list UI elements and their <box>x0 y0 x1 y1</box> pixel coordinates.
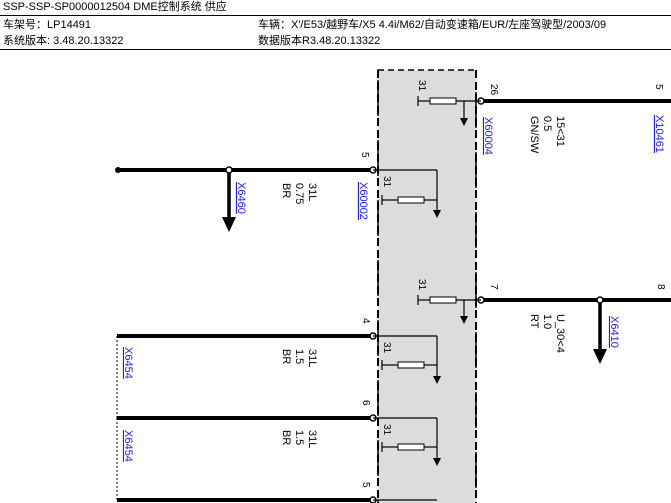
wire-pin-5-bottom <box>117 496 437 503</box>
internal-ground-6 <box>373 417 441 466</box>
wire-4-size: 1.5 <box>293 349 305 364</box>
connector-x6454[interactable]: X6454 <box>122 347 134 379</box>
wire-1-signal: 15<31 <box>554 116 566 147</box>
pin-26-label: 26 <box>488 84 499 96</box>
pin-7-label: 7 <box>488 284 499 290</box>
connector-x6454[interactable]: X6454 <box>122 430 134 462</box>
pin-5-right-label: 5 <box>653 84 664 90</box>
car-number: 车架号：LP14491 <box>3 19 92 31</box>
wire-5-signal: 31L <box>306 430 318 448</box>
wire-pin-26 <box>477 97 671 105</box>
wire-2-signal: 31L <box>306 183 318 201</box>
wire-5-size: 1.5 <box>293 430 305 445</box>
internal-ground-5 <box>373 169 441 218</box>
pin-6-label: 6 <box>360 400 371 406</box>
ground-label: 31 <box>416 279 427 291</box>
wire-4-signal: 31L <box>306 349 318 367</box>
connector-x6460[interactable]: X6460 <box>235 182 247 214</box>
system-version: 系统版本: 3.48.20.13322 <box>3 35 124 47</box>
wire-3-signal: U_30<4 <box>554 314 566 353</box>
data-version: 数据版本R3.48.20.13322 <box>258 35 381 47</box>
ground-label: 31 <box>381 424 392 436</box>
control-unit-box <box>377 69 477 503</box>
wire-1-color: GN/SW <box>528 116 540 154</box>
connector-x6410[interactable]: X6410 <box>608 316 620 348</box>
pin-5-left-label: 5 <box>359 152 370 158</box>
wire-pin-7 <box>477 296 671 364</box>
internal-ground-7 <box>417 295 481 324</box>
wire-3-size: 1.0 <box>541 314 553 329</box>
connector-x60004[interactable]: X60004 <box>482 117 494 155</box>
header-title-row: SSP-SSP-SP0000012504 DME控制系统 供应 <box>0 0 671 16</box>
wire-5-color: BR <box>280 430 292 445</box>
wire-3-color: RT <box>528 314 540 329</box>
internal-ground-26 <box>417 96 481 126</box>
ground-label: 31 <box>381 342 392 354</box>
ground-label: 31 <box>416 80 427 92</box>
connector-x10461[interactable]: X10461 <box>653 115 665 153</box>
wire-pin-5-left <box>115 166 377 232</box>
pin-4-label: 4 <box>360 318 371 324</box>
document-title: SSP-SSP-SP0000012504 DME控制系统 供应 <box>3 1 227 13</box>
vehicle-info: 车辆：X'/E53/越野车/X5 4.4i/M62/自动变速箱/EUR/左座驾驶… <box>258 19 607 31</box>
wire-pin-4 <box>116 332 377 418</box>
wire-pin-6 <box>116 414 377 500</box>
ground-label: 31 <box>381 176 392 188</box>
header-info-block: 车架号：LP14491 车辆：X'/E53/越野车/X5 4.4i/M62/自动… <box>0 17 671 50</box>
wire-2-color: BR <box>280 183 292 198</box>
wire-4-color: BR <box>280 349 292 364</box>
pin-8-label: 8 <box>655 284 666 290</box>
wire-2-size: 0.75 <box>293 183 305 204</box>
connector-x60002[interactable]: X60002 <box>357 182 369 220</box>
pin-5-bottom-label: 5 <box>360 482 371 488</box>
internal-ground-4 <box>373 335 441 384</box>
wire-1-size: 0.5 <box>541 116 553 131</box>
